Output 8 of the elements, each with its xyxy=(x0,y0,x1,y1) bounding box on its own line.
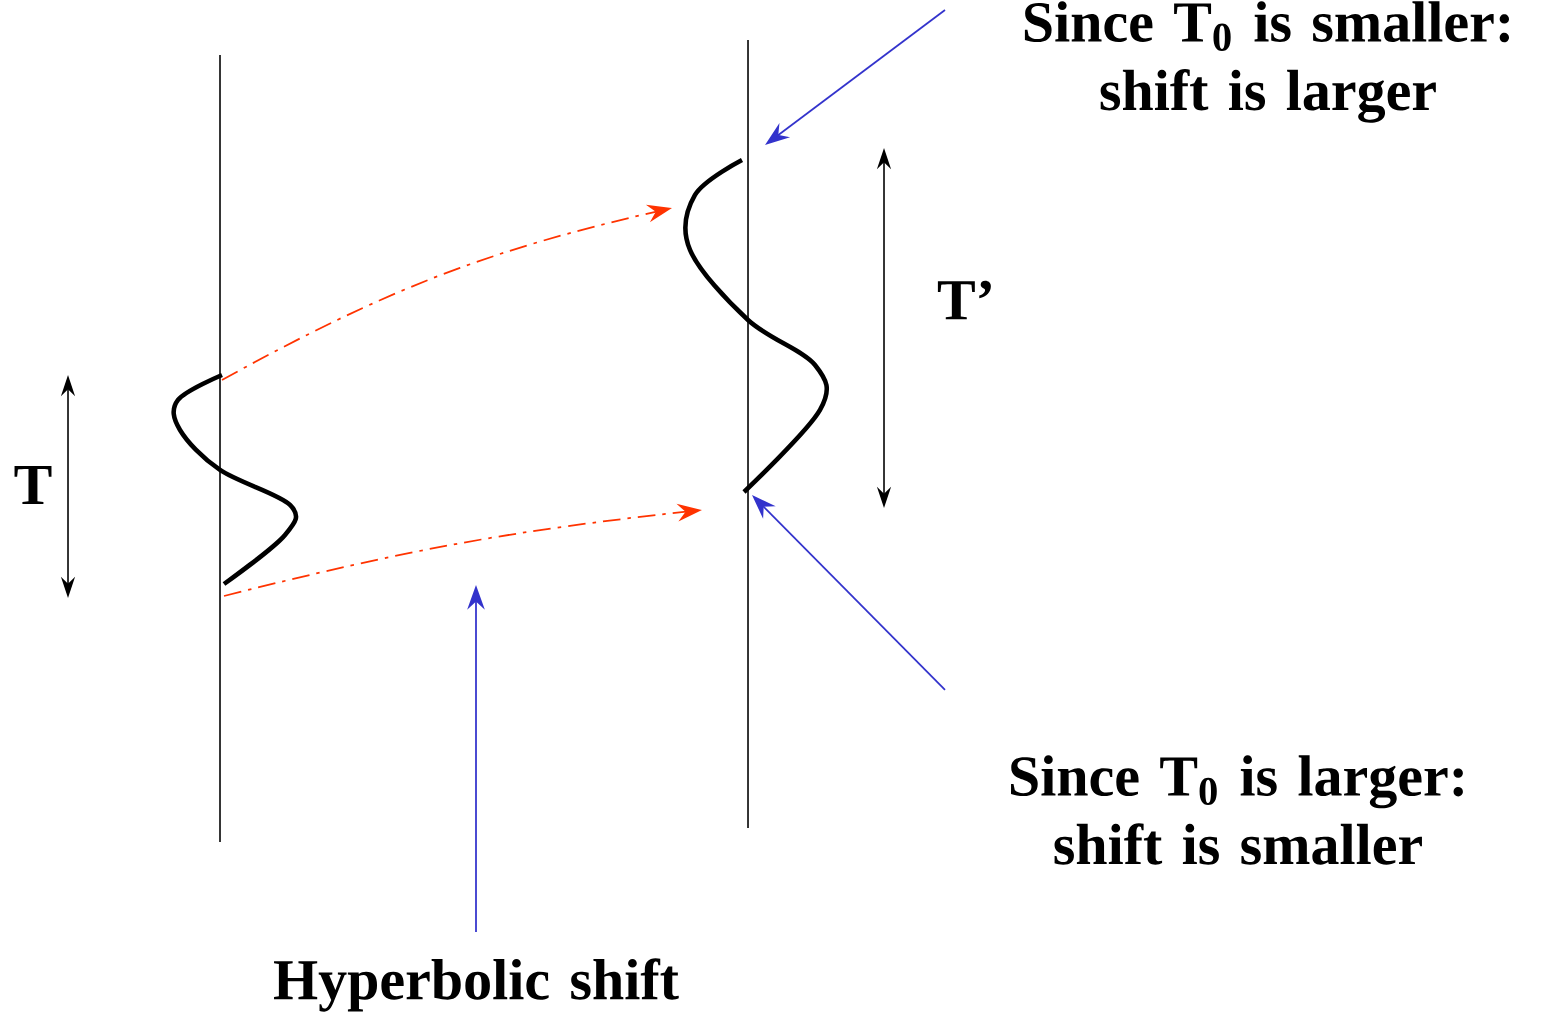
wavelet-drawing xyxy=(683,157,829,494)
arrow xyxy=(752,495,946,691)
dimension-label: T’ xyxy=(937,280,991,320)
dimension-label: T xyxy=(14,466,52,504)
annotation-text: Since T$_{0}$ is larger: shift is smaller xyxy=(1011,755,1463,865)
wavelet-drawing xyxy=(171,372,299,586)
annotation-text: Hyperbolic shift xyxy=(274,958,679,1012)
annotation-text: Since T$_{0}$ is smaller: shift is larger xyxy=(1024,1,1509,123)
